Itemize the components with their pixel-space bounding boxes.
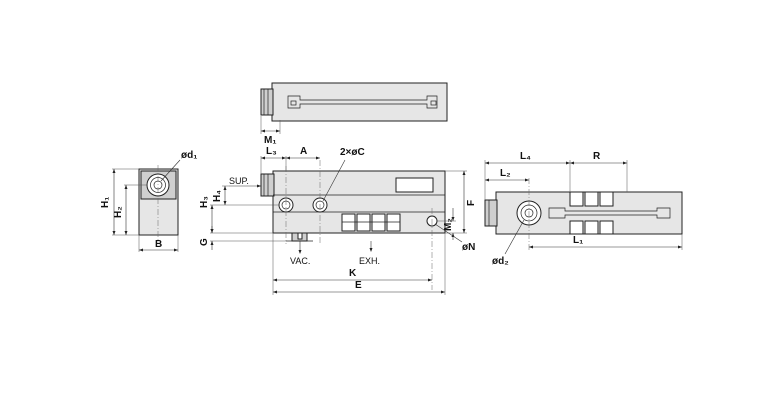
- dim-label-k: K: [349, 268, 357, 279]
- dim-label-f: F: [466, 200, 477, 206]
- top-view-body: [271, 82, 448, 122]
- dim-label-a: A: [300, 146, 307, 157]
- dim-label-h4: H₄: [212, 190, 223, 202]
- dim-label-r: R: [593, 151, 601, 162]
- dim-label-h3: H₃: [199, 196, 210, 208]
- dim-label-d2: ød₂: [492, 256, 509, 267]
- dim-label-m1: M₁: [264, 135, 276, 146]
- dim-label-n: øN: [462, 242, 475, 253]
- dim-label-h1: H₁: [100, 197, 111, 208]
- front-view: L₃ A 2×øC SUP. H₄ H₃ G: [199, 146, 477, 295]
- end-view: ød₁ H₁ H₂ B: [100, 150, 197, 252]
- label-vac: VAC.: [290, 256, 310, 266]
- dim-label-d1: ød₁: [181, 150, 197, 161]
- dim-label-l4: L₄: [520, 151, 531, 162]
- dim-label-c: 2×øC: [340, 147, 365, 158]
- dim-label-e: E: [355, 280, 362, 291]
- dim-label-l2: L₂: [500, 168, 511, 179]
- label-sup: SUP.: [229, 176, 249, 186]
- label-exh: EXH.: [359, 256, 380, 266]
- side-view: L₄ R L₂ L₁ ød₂: [484, 151, 683, 267]
- dim-label-g: G: [199, 238, 210, 246]
- dim-label-h2: H₂: [113, 206, 124, 218]
- dim-label-b: B: [155, 239, 162, 250]
- top-view-fitting: [260, 88, 274, 116]
- top-view: M₁: [260, 82, 448, 146]
- dim-label-m2: M₂: [443, 218, 454, 231]
- front-view-fitting: [260, 173, 275, 197]
- dim-label-l1: L₁: [573, 235, 583, 246]
- dim-label-l3: L₃: [266, 146, 277, 157]
